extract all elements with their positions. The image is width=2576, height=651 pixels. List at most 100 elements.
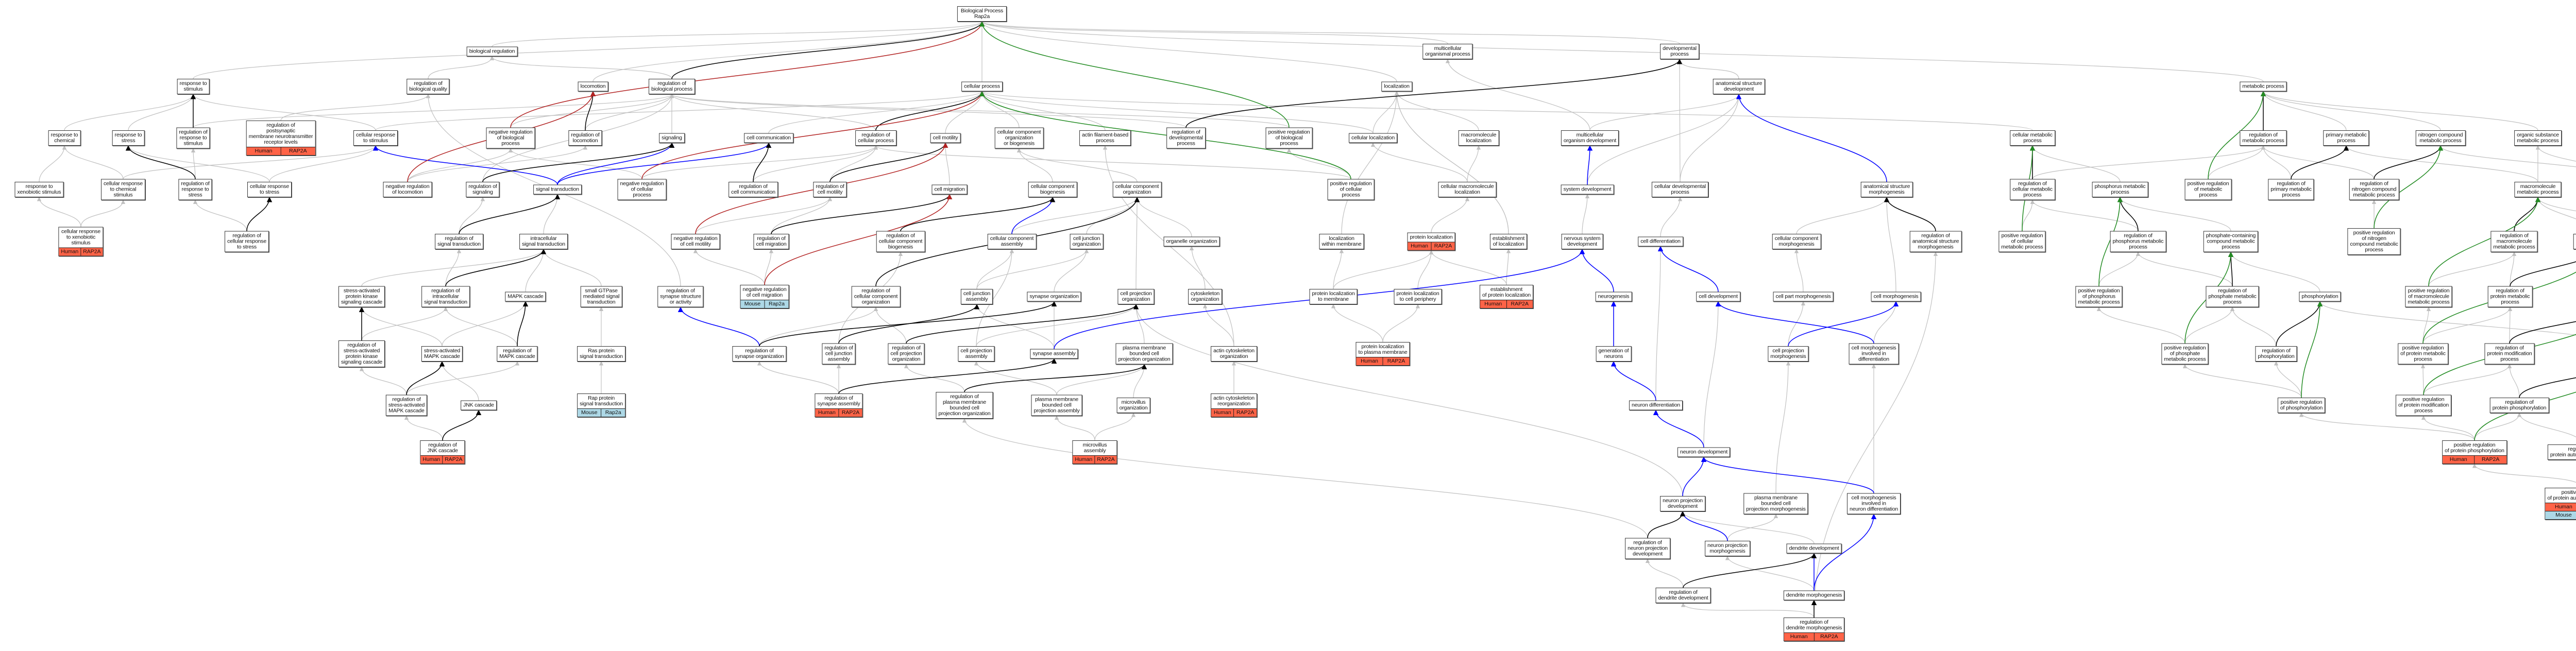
go-term-node[interactable]: positive regulation of phosphate metabol…: [2161, 343, 2209, 365]
go-term-node[interactable]: phosphorylation: [2299, 292, 2341, 302]
go-term-node[interactable]: regulation of dendrite development: [1655, 588, 1711, 603]
go-term-node[interactable]: multicellular organism development: [1561, 130, 1619, 146]
go-term-node[interactable]: regulation of response to stress: [178, 179, 212, 200]
go-term-node[interactable]: regulation of cellular component organiz…: [851, 286, 901, 307]
go-term-node[interactable]: regulation of protein metabolic process: [2487, 286, 2533, 307]
go-term-node[interactable]: regulation of cell projection organizati…: [888, 343, 925, 365]
go-term-node[interactable]: positive regulation of protein metabolic…: [2398, 343, 2448, 365]
go-term-node[interactable]: cellular response to chemical stimulus: [101, 179, 145, 200]
go-term-node[interactable]: stress-activated protein kinase signalin…: [338, 286, 385, 307]
go-term-node[interactable]: plasma membrane bounded cell projection …: [1743, 493, 1808, 515]
go-term-node[interactable]: cellular component organization: [1112, 182, 1162, 197]
go-term-node[interactable]: cell junction assembly: [960, 289, 993, 304]
go-term-node[interactable]: Biological Process Rap2a: [957, 6, 1007, 22]
go-term-node[interactable]: cellular component organization or bioge…: [994, 127, 1044, 149]
go-term-node[interactable]: regulation of signaling: [466, 182, 500, 197]
go-term-node[interactable]: cellular developmental process: [1651, 182, 1709, 197]
go-term-node[interactable]: cellular process: [961, 81, 1003, 92]
go-term-node[interactable]: regulation of phosphorylation: [2255, 346, 2297, 362]
go-term-node[interactable]: JNK cascade: [461, 400, 497, 410]
go-term-node[interactable]: nervous system development: [1561, 234, 1603, 249]
go-term-node[interactable]: regulation of anatomical structure morph…: [1909, 231, 1962, 252]
go-term-node[interactable]: regulation of biological quality: [406, 79, 450, 94]
go-term-node[interactable]: biological regulation: [466, 46, 518, 57]
go-term-node[interactable]: small GTPase mediated signal transductio…: [580, 286, 622, 307]
go-term-node[interactable]: cell migration: [931, 184, 968, 195]
go-term-node[interactable]: cellular localization: [1349, 133, 1397, 143]
go-term-node[interactable]: cellular macromolecule localization: [1438, 182, 1497, 197]
go-term-node[interactable]: plasma membrane bounded cell projection …: [1031, 395, 1082, 416]
go-term-node[interactable]: neurogenesis: [1595, 292, 1632, 302]
go-term-node[interactable]: regulation of cell motility: [813, 182, 847, 197]
go-term-node[interactable]: regulation of phosphate metabolic proces…: [2206, 286, 2259, 307]
go-term-node[interactable]: regulation of postsynaptic membrane neur…: [246, 121, 316, 156]
go-term-node[interactable]: regulation of cell migration: [753, 234, 789, 249]
go-term-node[interactable]: cell junction organization: [1070, 234, 1104, 249]
go-term-node[interactable]: localization within membrane: [1319, 234, 1364, 249]
go-term-node[interactable]: regulation of nitrogen compound metaboli…: [2349, 179, 2399, 200]
go-term-node[interactable]: positive regulation of biological proces…: [1265, 127, 1313, 149]
go-term-node[interactable]: regulation of synapse organization: [732, 346, 787, 362]
go-term-node[interactable]: regulation of protein phosphorylation: [2489, 398, 2549, 413]
go-term-node[interactable]: regulation of plasma membrane bounded ce…: [936, 392, 993, 419]
go-term-node[interactable]: plasma membrane bounded cell projection …: [1115, 343, 1173, 365]
go-term-node[interactable]: primary metabolic process: [2323, 130, 2369, 146]
go-term-node[interactable]: regulation of phosphorus metabolic proce…: [2110, 231, 2166, 252]
go-term-node[interactable]: multicellular organismal process: [1422, 44, 1473, 59]
go-term-node[interactable]: cellular component morphogenesis: [1772, 234, 1821, 249]
go-term-node[interactable]: positive regulation of protein modificat…: [2395, 395, 2452, 416]
go-term-node[interactable]: cell projection organization: [1117, 289, 1155, 304]
go-term-node[interactable]: developmental process: [1660, 44, 1699, 59]
go-term-node[interactable]: synapse assembly: [1030, 349, 1078, 359]
go-term-node[interactable]: dendrite morphogenesis: [1783, 590, 1845, 601]
go-term-node[interactable]: regulation of synapse structure or activ…: [657, 286, 704, 307]
go-term-node[interactable]: cell morphogenesis: [1871, 292, 1921, 302]
go-term-node[interactable]: regulation of cell communication: [728, 182, 778, 197]
go-term-node[interactable]: organic substance metabolic process: [2514, 130, 2562, 146]
go-term-node[interactable]: regulation of intracellular signal trans…: [421, 286, 470, 307]
go-term-node[interactable]: regulation of response to stimulus: [176, 127, 210, 149]
go-term-node[interactable]: cell part morphogenesis: [1773, 292, 1834, 302]
go-term-node[interactable]: synapse organization: [1027, 292, 1081, 302]
go-term-node[interactable]: intracellular signal transduction: [519, 234, 568, 249]
go-term-node[interactable]: regulation of cellular process: [855, 130, 896, 146]
go-term-node[interactable]: cellular response to stress: [247, 182, 292, 197]
go-term-node[interactable]: regulation of cell junction assembly: [822, 343, 856, 365]
go-term-node[interactable]: anatomical structure development: [1713, 79, 1765, 94]
go-term-node[interactable]: metabolic process: [2240, 81, 2287, 92]
go-term-node[interactable]: cellular response to stimulus: [353, 130, 398, 146]
go-term-node[interactable]: regulation of signal transduction: [435, 234, 483, 249]
go-term-node[interactable]: cell morphogenesis involved in different…: [1849, 343, 1899, 365]
go-term-node[interactable]: locomotion: [578, 81, 608, 92]
go-term-node[interactable]: protein localization to cell periphery: [1394, 289, 1442, 304]
go-term-node[interactable]: cell projection morphogenesis: [1768, 346, 1809, 362]
go-term-node[interactable]: MAPK cascade: [505, 292, 546, 302]
go-term-node[interactable]: protein localization to membrane: [1309, 289, 1358, 304]
go-term-node[interactable]: positive regulation of phosphorylation: [2277, 398, 2326, 413]
go-term-node[interactable]: regulation of cellular component biogene…: [876, 231, 925, 252]
go-term-node[interactable]: cell development: [1696, 292, 1740, 302]
go-term-node[interactable]: phosphate-containing compound metabolic …: [2203, 231, 2259, 252]
go-term-node[interactable]: nitrogen compound metabolic process: [2415, 130, 2466, 146]
go-term-node[interactable]: phosphorus metabolic process: [2092, 182, 2148, 197]
go-term-node[interactable]: neuron development: [1677, 447, 1731, 457]
go-term-node[interactable]: actin filament-based process: [1079, 130, 1131, 146]
go-term-node[interactable]: signaling: [659, 133, 685, 143]
go-term-node[interactable]: cellular response to xenobiotic stimulus…: [58, 227, 104, 256]
go-term-node[interactable]: regulation of cellular response to stres…: [225, 231, 269, 252]
